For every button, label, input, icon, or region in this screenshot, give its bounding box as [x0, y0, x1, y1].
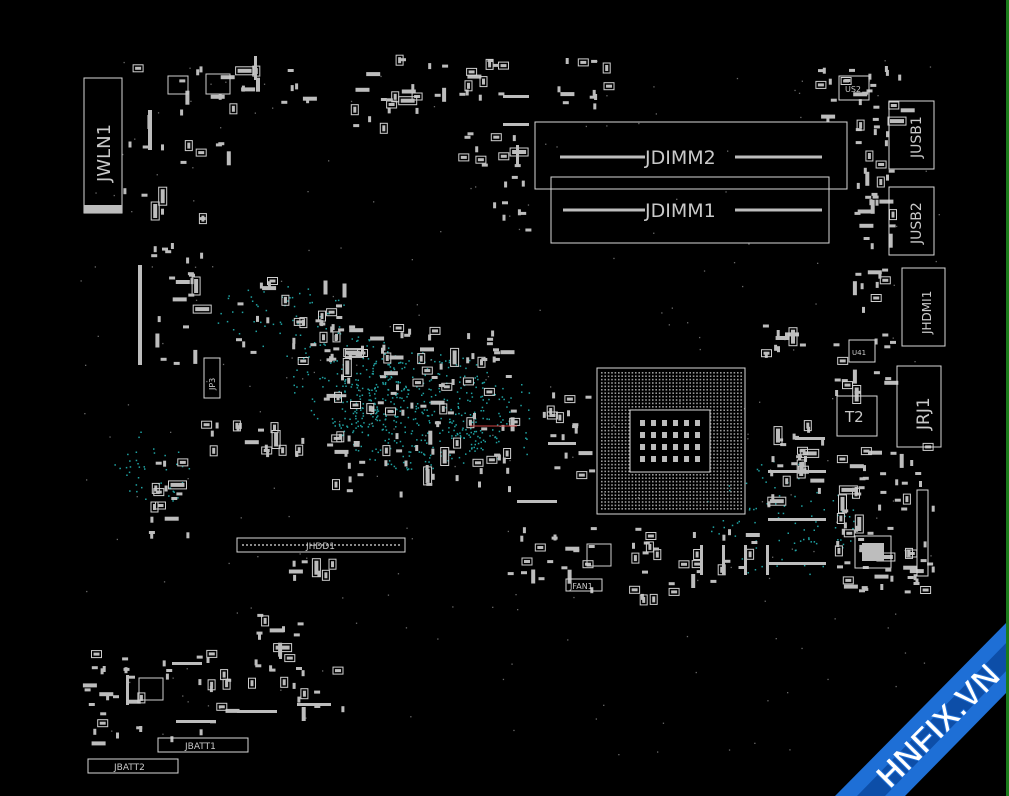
label-jdimm1: JDIMM1 [644, 200, 716, 222]
label-jdimm2: JDIMM2 [644, 147, 716, 169]
connector-jbatt2: JBATT2 [87, 758, 179, 774]
cpu-bga-socket [596, 367, 746, 515]
label-t2: T2 [844, 408, 864, 426]
chip-mid-bottom [586, 543, 612, 567]
label-jrj1: JRJ1 [914, 397, 934, 431]
chip-left-bottom [138, 677, 164, 701]
connector-jfan1: JFAN1 [565, 578, 603, 592]
label-jusb1: JUSB1 [909, 116, 925, 159]
label-u41: U41 [852, 349, 866, 357]
board-edge-line [1006, 0, 1009, 796]
label-jhdd1: JHDD1 [305, 542, 335, 552]
small-components [82, 54, 935, 746]
port-jrj1: JRJ1 [896, 365, 942, 448]
label-jwln1: JWLN1 [94, 124, 115, 183]
label-jp3: JP3 [208, 378, 217, 391]
chip-top-left [167, 73, 231, 95]
connector-jbatt1: JBATT1 [157, 737, 249, 753]
chip-us2: US2 [838, 75, 870, 101]
slot-jdimm2: JDIMM2 [534, 121, 848, 190]
port-jusb2: JUSB2 [888, 186, 935, 256]
label-jbatt2: JBATT2 [113, 763, 145, 773]
label-jbatt1: JBATT1 [184, 742, 216, 752]
connector-jhdd1: JHDD1 [236, 537, 406, 553]
transformer-t2: T2 [836, 395, 878, 437]
label-jhdmi1: JHDMI1 [920, 291, 934, 335]
via-field [80, 60, 940, 756]
chip-u41: U41 [848, 339, 876, 363]
port-jusb1: JUSB1 [888, 100, 935, 170]
label-jusb2: JUSB2 [909, 202, 925, 245]
header-strip-right [916, 489, 929, 577]
slot-jdimm1: JDIMM1 [550, 176, 830, 244]
connector-jwln1: JWLN1 [83, 77, 123, 214]
chip-sb-right [854, 535, 892, 569]
label-us2: US2 [845, 85, 861, 94]
port-jhdmi1: JHDMI1 [901, 267, 946, 347]
label-jfan1: JFAN1 [569, 582, 593, 591]
jumper-jp3: JP3 [203, 357, 221, 399]
